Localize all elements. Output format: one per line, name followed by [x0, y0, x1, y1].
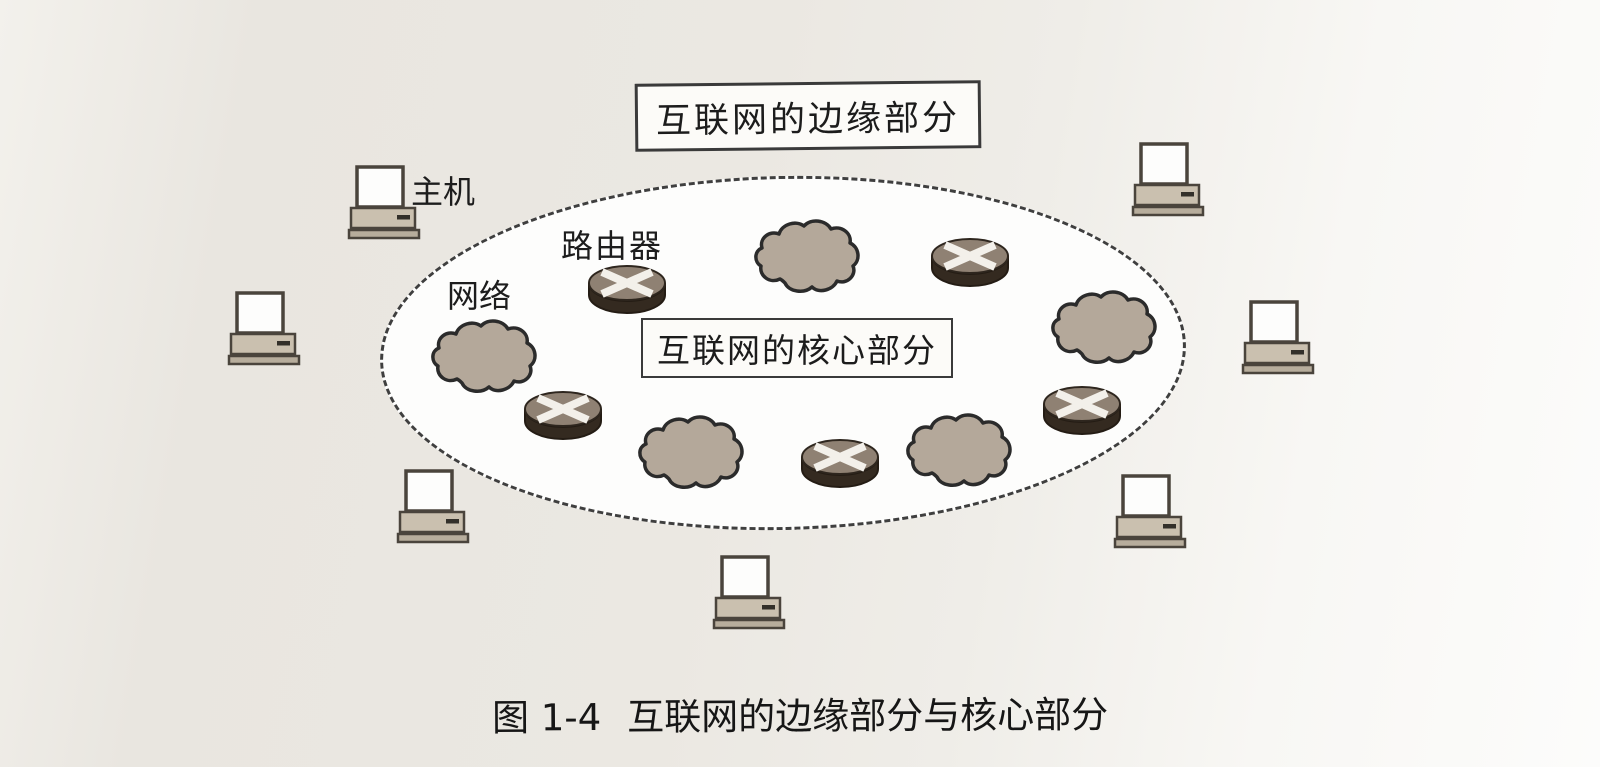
network-cloud-icon-4	[637, 413, 747, 491]
router-icon-3	[523, 389, 603, 445]
host-icon-bottom-right	[1113, 473, 1187, 551]
router-icon-2	[930, 236, 1010, 292]
router-icon-5	[1042, 384, 1122, 440]
router-icon-1	[587, 263, 667, 319]
edge-part-label: 互联网的边缘部分	[655, 97, 961, 142]
figure-caption-number: 图 1-4	[491, 696, 602, 740]
router-icon-4	[800, 437, 880, 493]
router-annotation: 路由器	[561, 227, 664, 265]
host-icon-left	[227, 290, 301, 368]
host-annotation: 主机	[411, 173, 476, 211]
core-part-label: 互联网的核心部分	[657, 331, 937, 370]
edge-part-label-box: 互联网的边缘部分	[634, 80, 982, 152]
network-cloud-icon-2	[753, 217, 863, 295]
figure-caption: 图 1-4 互联网的边缘部分与核心部分	[492, 684, 1108, 741]
network-cloud-icon-5	[905, 411, 1015, 489]
figure-caption-title: 互联网的边缘部分与核心部分	[627, 693, 1109, 739]
host-icon-bottom-center	[712, 554, 786, 632]
core-part-label-box: 互联网的核心部分	[641, 318, 953, 378]
network-cloud-icon-3	[1050, 288, 1160, 366]
host-icon-top-right	[1131, 141, 1205, 219]
network-annotation: 网络	[447, 277, 512, 315]
host-icon-right	[1241, 299, 1315, 377]
network-cloud-icon-1	[430, 317, 540, 395]
host-icon-bottom-left	[396, 468, 470, 546]
host-icon-top-left	[347, 164, 421, 242]
